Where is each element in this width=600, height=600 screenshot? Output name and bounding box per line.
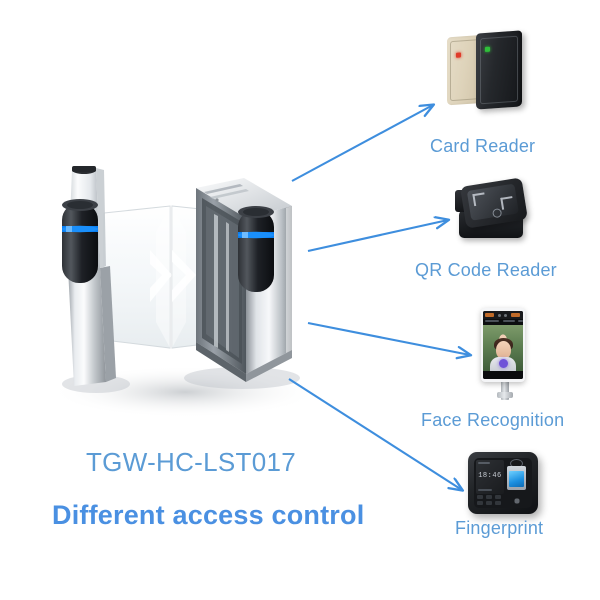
- led-reader-cylinder-right: [238, 206, 274, 292]
- led-reader-cylinder-left: [62, 199, 98, 283]
- face-recognition-label: Face Recognition: [421, 410, 565, 430]
- lcd-display: 18:46: [476, 460, 504, 494]
- qr-corner-bracket-icon: [472, 192, 487, 207]
- qr-corner-bracket-icon: [500, 196, 515, 210]
- terminal-frame: [481, 308, 525, 382]
- turnstile-pedestal-right: [184, 178, 300, 389]
- terminal-screen: [483, 311, 523, 379]
- screen-top-bar: [483, 311, 523, 319]
- fingerprint-terminal-face: 18:46: [474, 458, 532, 508]
- qr-code-reader-image: [455, 177, 531, 244]
- fingerprint-sensor-pad: [509, 471, 524, 487]
- mounting-base: [497, 392, 513, 398]
- arrow-to-face-recognition: [307, 321, 470, 355]
- black-card-reader-icon: [476, 30, 522, 110]
- qr-reader-side-panel: [455, 190, 464, 212]
- scan-badge-icon: [498, 359, 508, 368]
- camera-preview: [483, 325, 523, 373]
- card-reader-label: Card Reader: [430, 136, 536, 156]
- arrow-to-fingerprint: [288, 378, 462, 490]
- turnstile-pedestal-left: [62, 166, 130, 393]
- qr-code-reader-label: QR Code Reader: [415, 260, 557, 280]
- product-tagline: Different access control: [52, 500, 365, 530]
- mounting-pole: [501, 380, 509, 400]
- screen-bottom-bar: [483, 371, 523, 379]
- screen-meta-text: [485, 320, 523, 324]
- fingerprint-image: 18:46: [468, 452, 538, 518]
- red-led-indicator: [456, 52, 461, 58]
- person-face: [495, 341, 511, 359]
- brand-logo-icon: [510, 496, 524, 506]
- fingerprint-scanner: [507, 466, 526, 490]
- qr-scanner-glass: [466, 183, 519, 221]
- green-led-indicator: [485, 46, 490, 52]
- qr-lens-icon: [491, 207, 503, 219]
- face-recognition-image: [481, 308, 529, 402]
- keypad: [477, 495, 503, 506]
- arrow-to-qr-code-reader: [307, 220, 448, 253]
- fingerprint-label: Fingerprint: [455, 518, 544, 538]
- product-model-number: TGW-HC-LST017: [86, 447, 297, 477]
- fingerprint-terminal-shell: 18:46: [468, 452, 538, 514]
- card-reader-image: [443, 28, 535, 112]
- arrow-to-card-reader: [291, 105, 433, 182]
- clock-readout: 18:46: [478, 472, 502, 480]
